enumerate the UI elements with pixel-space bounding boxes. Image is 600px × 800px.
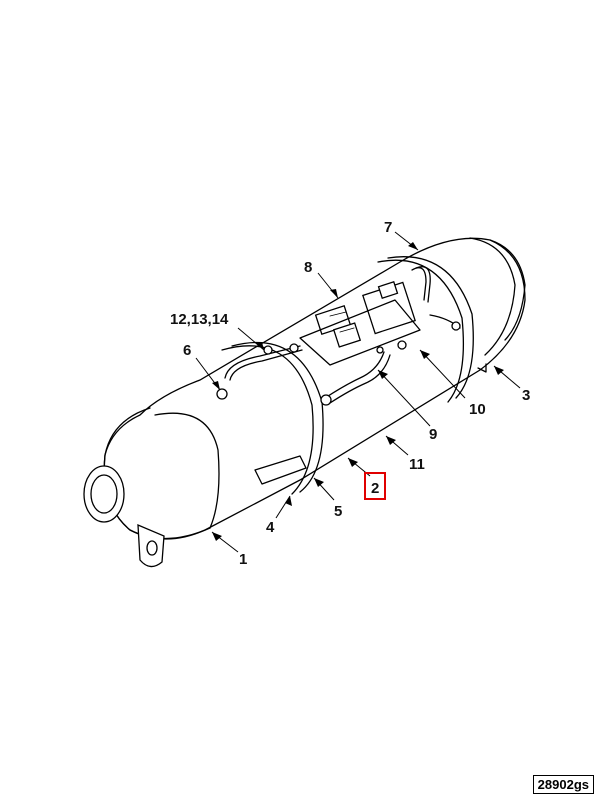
label-plate xyxy=(254,455,307,485)
callout-9: 9 xyxy=(429,426,437,443)
callout-labels: 1 2 3 4 5 6 7 8 9 10 11 12,13,14 xyxy=(170,219,530,568)
highlight-box xyxy=(364,472,386,500)
inlet-end-cap xyxy=(83,407,220,568)
callout-8: 8 xyxy=(304,259,312,276)
canister-body xyxy=(103,237,526,540)
callout-1: 1 xyxy=(239,551,247,568)
callout-2: 2 xyxy=(371,480,379,497)
callout-11: 11 xyxy=(409,456,425,473)
sensor-tubes xyxy=(224,266,461,404)
callout-5: 5 xyxy=(334,503,342,520)
callout-7: 7 xyxy=(384,219,392,236)
clamp-band-11 xyxy=(377,256,474,403)
callout-4: 4 xyxy=(266,519,275,536)
callout-12-13-14: 12,13,14 xyxy=(170,311,229,328)
sensor-module xyxy=(299,281,421,366)
arrowheads xyxy=(212,242,504,541)
callout-6: 6 xyxy=(183,342,191,359)
callout-3: 3 xyxy=(522,387,530,404)
drawing-id-label: 28902gs xyxy=(532,775,594,794)
callout-10: 10 xyxy=(469,401,486,418)
